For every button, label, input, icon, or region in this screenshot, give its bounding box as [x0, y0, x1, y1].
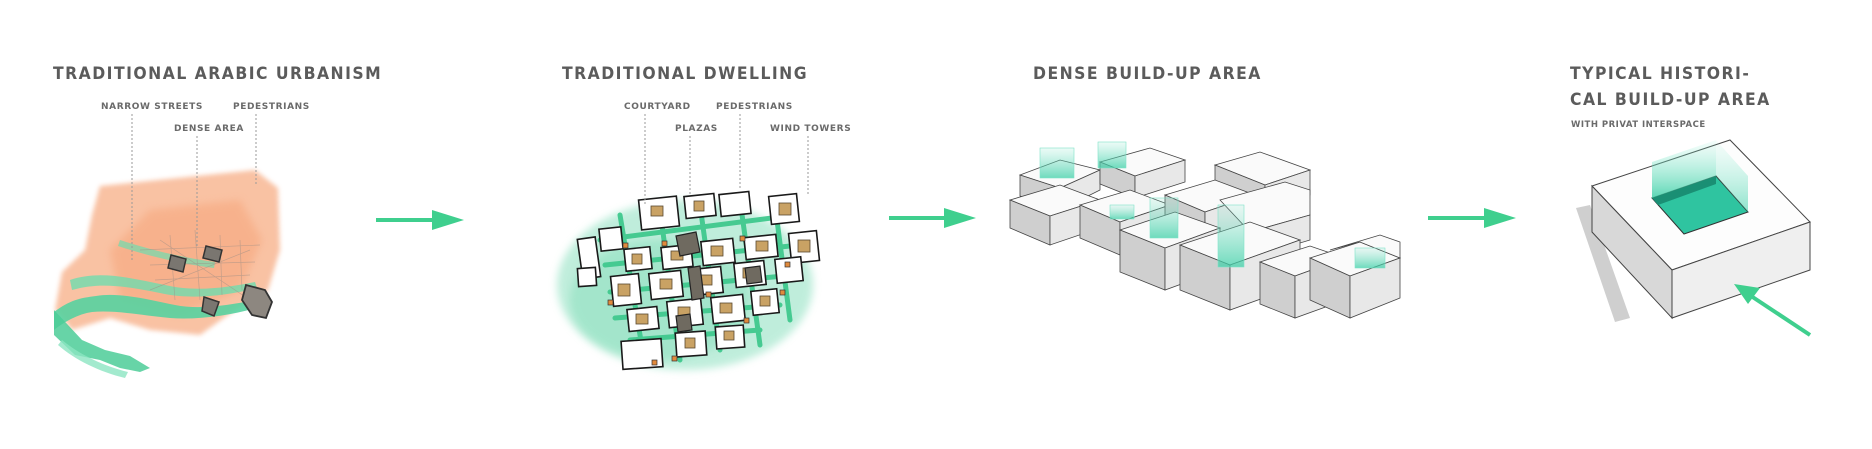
label-pedestrians-2: PEDESTRIANS	[716, 102, 793, 112]
label-plazas: PLAZAS	[675, 124, 718, 134]
arrow-right-icon	[1428, 208, 1516, 228]
entrance-arrow-icon	[1734, 284, 1812, 337]
arrow-right-icon	[889, 208, 976, 228]
label-courtyard: COURTYARD	[624, 102, 691, 112]
arrow-right-icon	[376, 210, 464, 230]
urbanism-title: TRADITIONAL ARABIC URBANISM	[53, 64, 383, 84]
label-narrow-streets: NARROW STREETS	[101, 102, 203, 112]
label-wind-towers: WIND TOWERS	[770, 124, 852, 134]
dense-area-title: DENSE BUILD-UP AREA	[1033, 64, 1262, 84]
historical-title-line2: CAL BUILD-UP AREA	[1570, 90, 1771, 110]
historical-subtitle: WITH PRIVAT INTERSPACE	[1571, 120, 1706, 130]
historical-title-line1: TYPICAL HISTORI-	[1570, 64, 1751, 84]
dwelling-title: TRADITIONAL DWELLING	[562, 64, 809, 84]
label-pedestrians: PEDESTRIANS	[233, 102, 310, 112]
label-dense-area: DENSE AREA	[174, 124, 244, 134]
